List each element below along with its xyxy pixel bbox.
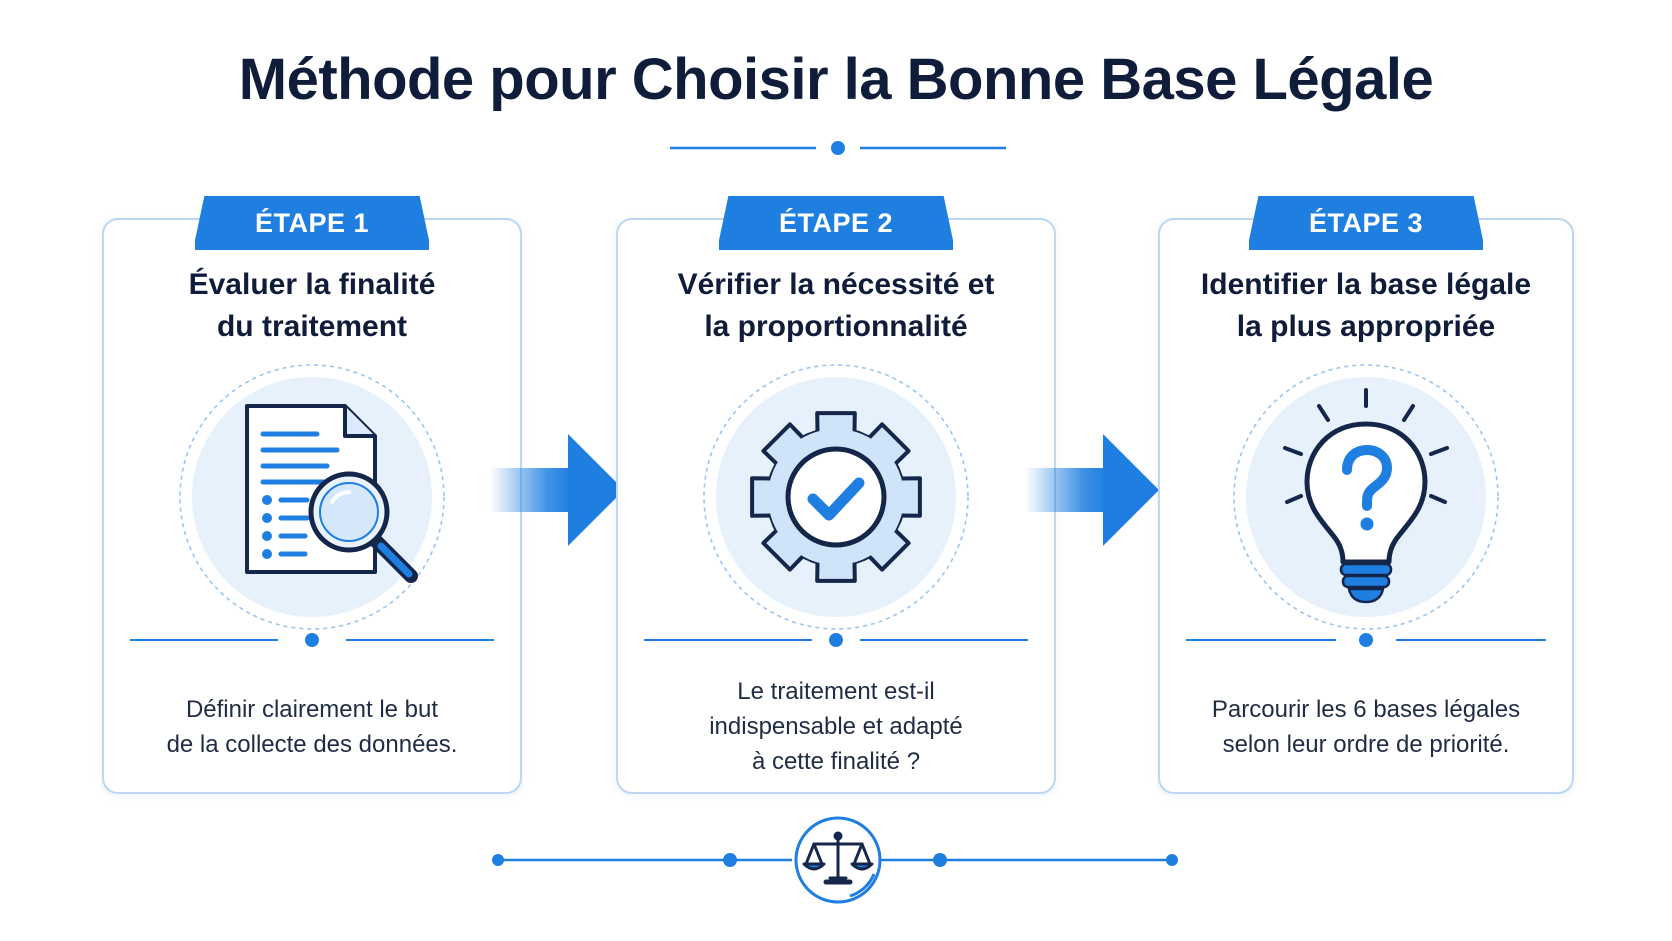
- step-card-2: ÉTAPE 2 Vérifier la nécessité et la prop…: [616, 196, 1056, 794]
- step-title-2: Vérifier la nécessité et la proportionna…: [677, 268, 995, 343]
- step-description-1: Définir clairement le but de la collecte…: [166, 696, 458, 758]
- step-card-3: ÉTAPE 3 Identifier la base légale la plu…: [1158, 196, 1574, 794]
- title-divider: [670, 141, 1006, 155]
- document-magnifier-icon: [179, 364, 445, 630]
- scales-of-justice-icon: [794, 816, 882, 904]
- step-tab-1: ÉTAPE 1: [195, 196, 429, 250]
- step-divider-1: [130, 630, 494, 650]
- gear-check-icon: [703, 364, 969, 630]
- page-title: Méthode pour Choisir la Bonne Base Légal…: [238, 47, 1434, 112]
- step-tab-2: ÉTAPE 2: [719, 196, 953, 250]
- step-description-2: Le traitement est-il indispensable et ad…: [709, 678, 963, 775]
- step-description-3: Parcourir les 6 bases légales selon leur…: [1211, 696, 1521, 758]
- step-card-1: ÉTAPE 1 Évaluer la finalité du traitemen…: [102, 196, 522, 794]
- arrow-right-icon: [490, 434, 624, 546]
- footer-decoration: [492, 853, 1178, 867]
- step-title-1: Évaluer la finalité du traitement: [188, 268, 436, 343]
- arrow-right-icon: [1025, 434, 1159, 546]
- step-tab-3: ÉTAPE 3: [1249, 196, 1483, 250]
- step-divider-3: [1186, 630, 1546, 650]
- step-title-3: Identifier la base légale la plus approp…: [1200, 268, 1532, 343]
- step-divider-2: [644, 630, 1028, 650]
- lightbulb-question-icon: [1233, 364, 1499, 630]
